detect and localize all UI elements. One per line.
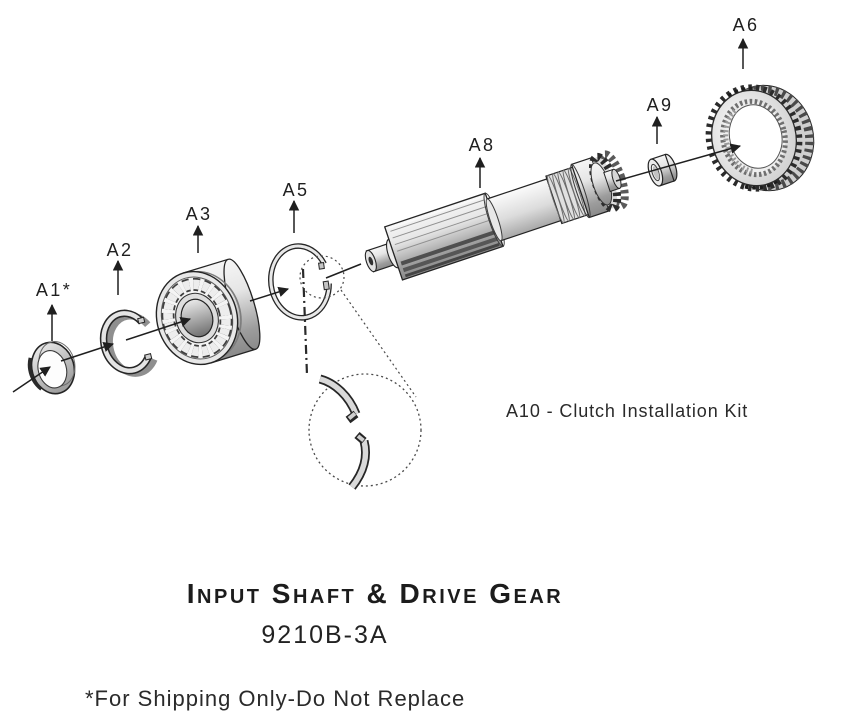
part-a5-snap-ring bbox=[268, 243, 332, 321]
shipping-footnote: *For Shipping Only-Do Not Replace bbox=[85, 686, 466, 711]
detail-leader-left bbox=[301, 268, 309, 376]
part-label-a3: A3 bbox=[186, 204, 213, 224]
part-label-a1: A1* bbox=[36, 280, 72, 300]
detail-circle bbox=[308, 373, 422, 487]
part-label-a6: A6 bbox=[733, 15, 760, 35]
part-a6-drive-gear bbox=[705, 84, 815, 192]
diagram-title: Input Shaft & Drive Gear bbox=[186, 578, 564, 609]
part-a9-pilot-bushing bbox=[647, 153, 678, 187]
assembly-axis-arrows bbox=[12, 143, 742, 393]
label-arrows bbox=[46, 37, 749, 341]
detail-snap-ring-ends bbox=[318, 374, 370, 490]
detail-source-circle bbox=[299, 255, 345, 299]
part-label-a5: A5 bbox=[283, 180, 310, 200]
assembly-part-number: 9210B-3A bbox=[261, 621, 389, 649]
part-a3-bearing bbox=[155, 258, 261, 366]
part-a8-input-shaft bbox=[364, 150, 629, 281]
part-label-a8: A8 bbox=[469, 135, 496, 155]
clutch-kit-note: A10 - Clutch Installation Kit bbox=[506, 401, 749, 421]
part-label-a9: A9 bbox=[647, 95, 674, 115]
part-a1-shipping-ring bbox=[27, 341, 76, 395]
detail-leader-right bbox=[340, 289, 417, 398]
part-a2-snap-ring bbox=[99, 309, 158, 377]
part-label-a2: A2 bbox=[107, 240, 134, 260]
